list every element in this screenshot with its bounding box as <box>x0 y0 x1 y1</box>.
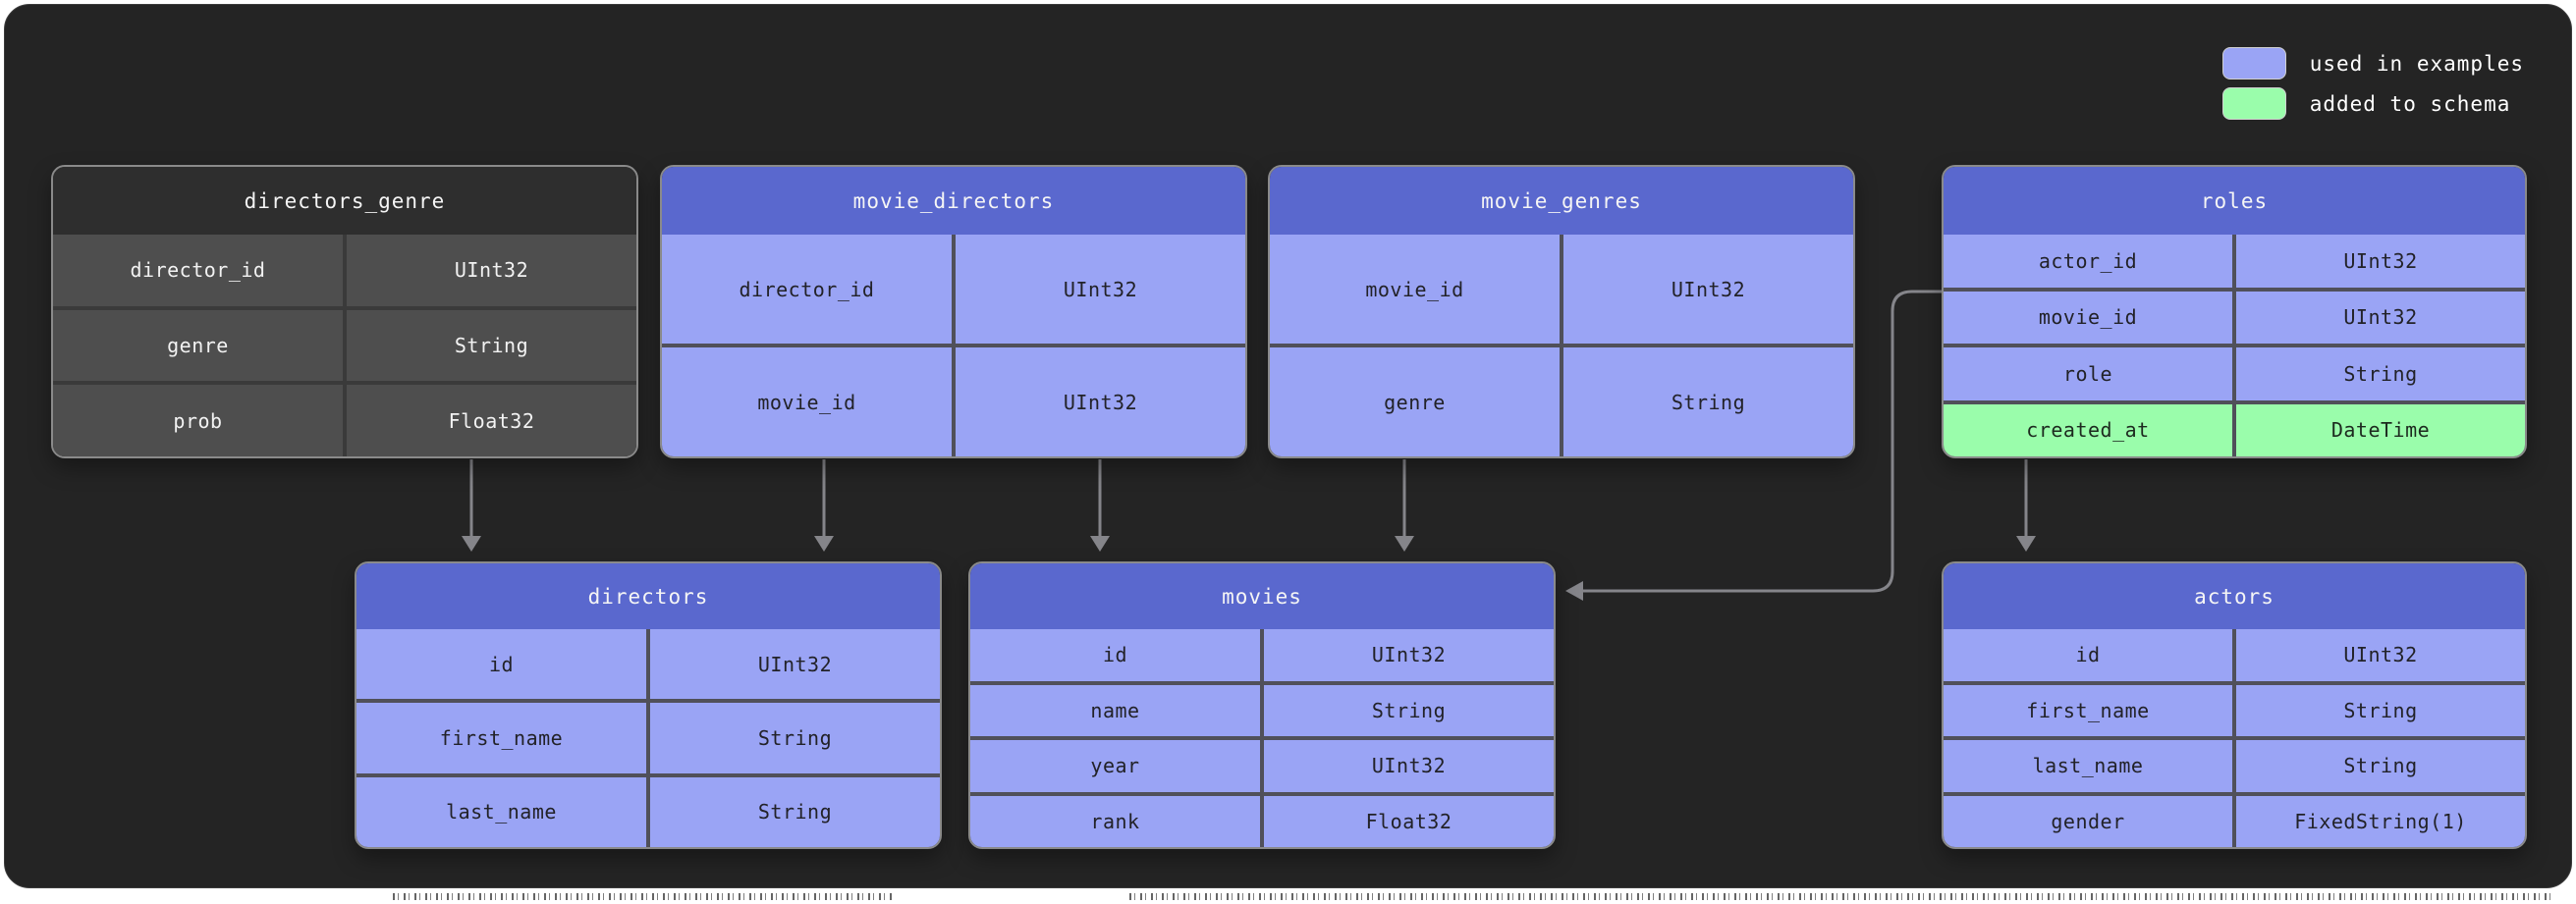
field-cell: name <box>970 684 1260 736</box>
type-cell: String <box>2236 740 2525 792</box>
field-cell: last_name <box>1944 740 2232 792</box>
table-actors: actors id UInt32 first_name String last_… <box>1942 561 2527 849</box>
field-cell: id <box>970 629 1260 681</box>
table-title: movie_directors <box>662 167 1245 235</box>
legend-label: used in examples <box>2309 51 2524 76</box>
table-title: directors_genre <box>53 167 636 235</box>
field-cell: id <box>356 629 646 700</box>
table-directors_genre: directors_genre director_id UInt32 genre… <box>51 165 638 458</box>
field-cell: gender <box>1944 795 2232 847</box>
type-cell: UInt32 <box>2236 235 2525 288</box>
field-cell: role <box>1944 347 2232 400</box>
blue-swatch-icon <box>2221 47 2286 80</box>
type-cell: String <box>2236 347 2525 400</box>
table-directors: directors id UInt32 first_name String la… <box>355 561 942 849</box>
field-cell: rank <box>970 795 1260 847</box>
legend-label: added to schema <box>2309 91 2511 116</box>
cutoff-text-sliver <box>1129 893 2553 900</box>
table-title: movies <box>970 563 1554 629</box>
type-cell: UInt32 <box>1563 235 1853 344</box>
type-cell: String <box>347 309 636 382</box>
table-title: actors <box>1944 563 2525 629</box>
field-cell: first_name <box>1944 684 2232 736</box>
table-movie_directors: movie_directors director_id UInt32 movie… <box>660 165 1247 458</box>
type-cell: UInt32 <box>956 347 1245 456</box>
type-cell: String <box>1264 684 1554 736</box>
type-cell: UInt32 <box>1264 740 1554 792</box>
table-title: movie_genres <box>1270 167 1853 235</box>
green-swatch-icon <box>2221 87 2286 120</box>
type-cell-added-to-schema: DateTime <box>2236 403 2525 456</box>
type-cell: String <box>650 776 940 847</box>
field-cell: actor_id <box>1944 235 2232 288</box>
table-movie_genres: movie_genres movie_id UInt32 genre Strin… <box>1268 165 1855 458</box>
field-cell: genre <box>1270 347 1560 456</box>
cutoff-text-sliver <box>393 893 894 900</box>
type-cell: UInt32 <box>956 235 1245 344</box>
field-cell-added-to-schema: created_at <box>1944 403 2232 456</box>
field-cell: prob <box>53 385 343 456</box>
field-cell: movie_id <box>662 347 952 456</box>
type-cell: Float32 <box>347 385 636 456</box>
table-roles: roles actor_id UInt32 movie_id UInt32 ro… <box>1942 165 2527 458</box>
field-cell: last_name <box>356 776 646 847</box>
type-cell: UInt32 <box>347 235 636 306</box>
type-cell: UInt32 <box>2236 629 2525 681</box>
field-cell: director_id <box>53 235 343 306</box>
field-cell: movie_id <box>1944 291 2232 344</box>
type-cell: String <box>2236 684 2525 736</box>
type-cell: Float32 <box>1264 795 1554 847</box>
field-cell: movie_id <box>1270 235 1560 344</box>
field-cell: year <box>970 740 1260 792</box>
type-cell: UInt32 <box>2236 291 2525 344</box>
type-cell: FixedString(1) <box>2236 795 2525 847</box>
type-cell: UInt32 <box>1264 629 1554 681</box>
legend-item-added-to-schema: added to schema <box>2221 87 2524 120</box>
legend: used in examples added to schema <box>2221 47 2524 120</box>
field-cell: first_name <box>356 703 646 773</box>
table-movies: movies id UInt32 name String year UInt32… <box>968 561 1556 849</box>
field-cell: genre <box>53 309 343 382</box>
type-cell: UInt32 <box>650 629 940 700</box>
type-cell: String <box>650 703 940 773</box>
type-cell: String <box>1563 347 1853 456</box>
table-title: directors <box>356 563 940 629</box>
legend-item-used-in-examples: used in examples <box>2221 47 2524 80</box>
field-cell: director_id <box>662 235 952 344</box>
table-title: roles <box>1944 167 2525 235</box>
field-cell: id <box>1944 629 2232 681</box>
